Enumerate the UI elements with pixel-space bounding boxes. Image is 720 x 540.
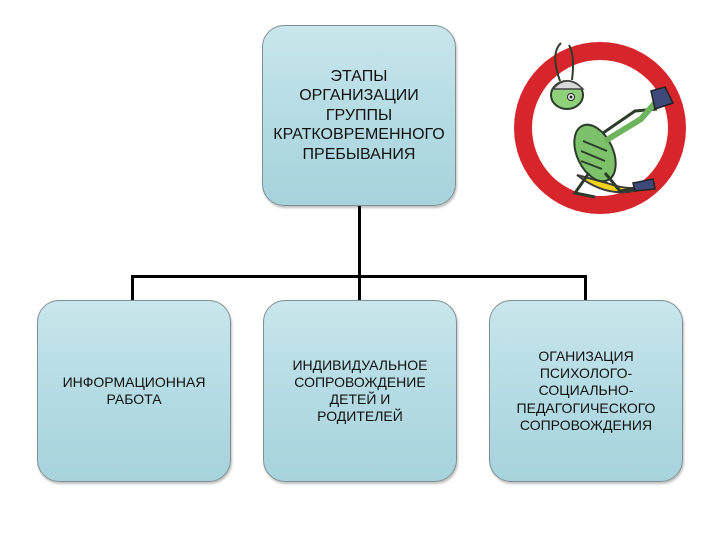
child-node-psychological-support: ОГАНИЗАЦИЯ ПСИХОЛОГО- СОЦИАЛЬНО- ПЕДАГОГ… xyxy=(489,300,683,482)
root-node-label: ЭТАПЫ ОРГАНИЗАЦИИ ГРУППЫ КРАТКОВРЕМЕННОГ… xyxy=(273,67,445,163)
connector-child-1 xyxy=(131,275,134,301)
connector-child-3 xyxy=(584,275,587,301)
connector-child-2 xyxy=(358,275,361,301)
connector-root-vertical xyxy=(358,206,361,276)
child-node-information-work: ИНФОРМАЦИОННАЯ РАБОТА xyxy=(37,300,231,482)
grasshopper-logo-icon xyxy=(508,36,692,220)
child-node-label: ОГАНИЗАЦИЯ ПСИХОЛОГО- СОЦИАЛЬНО- ПЕДАГОГ… xyxy=(516,348,656,433)
root-node: ЭТАПЫ ОРГАНИЗАЦИИ ГРУППЫ КРАТКОВРЕМЕННОГ… xyxy=(262,25,456,206)
child-node-label: ИНФОРМАЦИОННАЯ РАБОТА xyxy=(62,373,206,407)
child-node-individual-support: ИНДИВИДУАЛЬНОЕ СОПРОВОЖДЕНИЕ ДЕТЕЙ И РОД… xyxy=(263,300,457,482)
child-node-label: ИНДИВИДУАЛЬНОЕ СОПРОВОЖДЕНИЕ ДЕТЕЙ И РОД… xyxy=(292,356,428,425)
